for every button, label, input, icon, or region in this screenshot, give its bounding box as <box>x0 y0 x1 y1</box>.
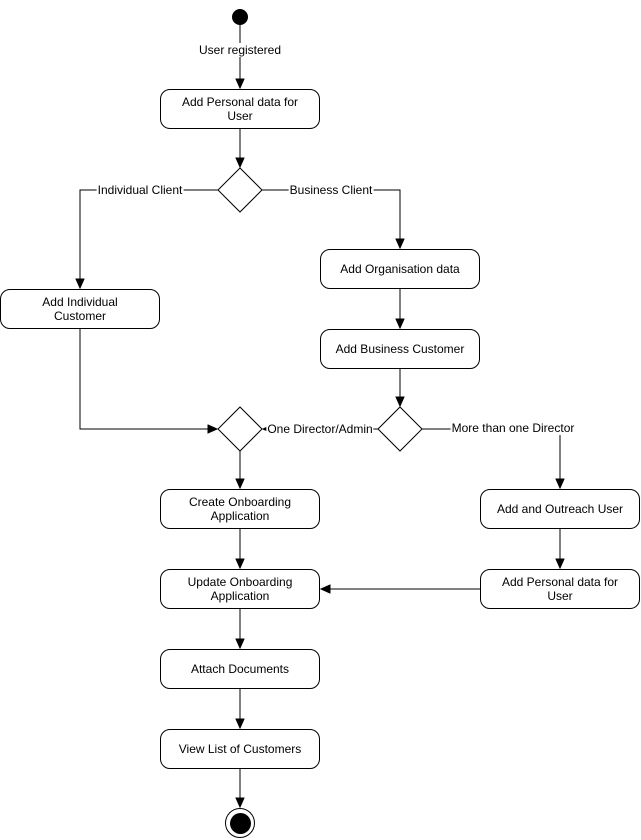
decision-director-count <box>377 406 423 452</box>
activity-create-onboarding-application: Create Onboarding Application <box>160 489 320 529</box>
activity-add-individual-customer: Add Individual Customer <box>0 289 160 329</box>
final-node-inner <box>229 812 251 834</box>
activity-view-list-of-customers: View List of Customers <box>160 729 320 769</box>
final-node <box>225 808 255 838</box>
decision-client-type <box>217 167 263 213</box>
edge-label-one-director-admin: One Director/Admin <box>266 422 374 436</box>
activity-add-personal-data-for-user: Add Personal data for User <box>160 89 320 129</box>
activity-add-business-customer: Add Business Customer <box>320 329 480 369</box>
initial-node <box>232 9 248 25</box>
edge-label-more-than-one-director: More than one Director <box>450 421 576 435</box>
edge-business-client-branch <box>262 189 400 248</box>
edge-individual-client-branch <box>80 189 218 288</box>
activity-add-personal-data-for-user-2: Add Personal data for User <box>480 569 640 609</box>
edge-individual-customer-to-merge <box>79 329 217 429</box>
merge-node <box>217 406 263 452</box>
edge-label-individual-client: Individual Client <box>96 183 184 197</box>
edge-more-directors-to-outreach <box>422 428 560 488</box>
activity-add-organisation-data: Add Organisation data <box>320 249 480 289</box>
activity-update-onboarding-application: Update Onboarding Application <box>160 569 320 609</box>
edge-label-user-registered: User registered <box>197 43 283 57</box>
edge-label-business-client: Business Client <box>288 183 374 197</box>
activity-attach-documents: Attach Documents <box>160 649 320 689</box>
activity-add-and-outreach-user: Add and Outreach User <box>480 489 640 529</box>
